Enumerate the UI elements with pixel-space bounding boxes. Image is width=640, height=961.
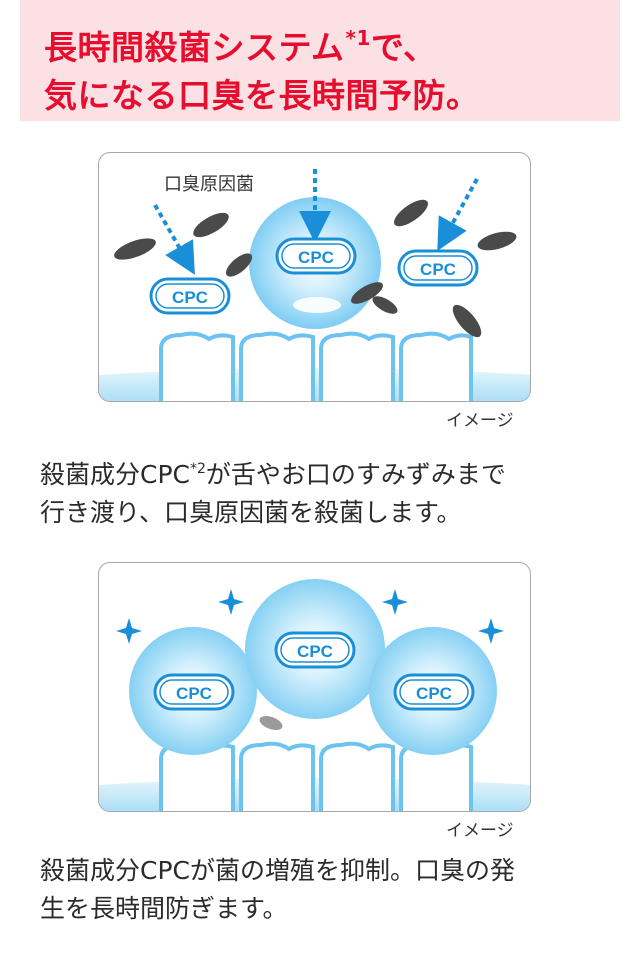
headline-footnote-1: *1	[345, 26, 371, 50]
desc2-line1: 殺菌成分CPCが菌の増殖を抑制。口臭の発	[40, 856, 515, 885]
cpc-pill-center: CPC	[275, 237, 357, 275]
cpc-pill-right: CPC	[393, 673, 475, 711]
cpc-pill-label: CPC	[297, 642, 333, 661]
headline: 長時間殺菌システム*1で、 気になる口臭を長時間予防。	[44, 14, 480, 120]
tooth	[159, 331, 235, 401]
sparkle-icon	[218, 589, 244, 615]
cpc-pill-label: CPC	[298, 248, 334, 267]
teeth-cpc-spread-illustration: CPC CPC CPC	[99, 169, 530, 401]
sparkle-icon	[478, 618, 504, 644]
desc2-line2: 生を長時間防ぎます。	[40, 894, 288, 923]
illustration-panel-protect: CPC CPC CPC	[98, 562, 531, 812]
cpc-pill-label: CPC	[420, 260, 456, 279]
image-caption: イメージ	[446, 821, 514, 841]
cpc-pill-left: CPC	[153, 673, 235, 711]
desc1-line1-a: 殺菌成分CPC	[40, 460, 190, 489]
sparkle-icon	[116, 618, 142, 644]
bacterium-icon	[114, 238, 156, 260]
description-protect: 殺菌成分CPCが菌の増殖を抑制。口臭の発 生を長時間防ぎます。	[40, 852, 515, 928]
headline-line1-b: で、	[370, 28, 437, 67]
cpc-pill-label: CPC	[176, 684, 212, 703]
desc1-line1-b: が舌やお口のすみずみまで	[205, 460, 506, 489]
tooth	[239, 331, 315, 401]
tooth	[319, 741, 395, 811]
image-caption: イメージ	[446, 411, 514, 431]
description-spread: 殺菌成分CPC*2が舌やお口のすみずみまで 行き渡り、口臭原因菌を殺菌します。	[40, 450, 506, 532]
desc1-footnote-2: *2	[190, 461, 206, 477]
sparkles	[116, 589, 504, 644]
cpc-pill-left: CPC	[149, 277, 231, 315]
cpc-pill-center: CPC	[274, 631, 356, 669]
bacterium-icon	[452, 304, 482, 338]
bacterium-icon	[372, 296, 398, 314]
bubble-highlight	[293, 297, 341, 313]
bacterium-icon	[259, 716, 283, 730]
headline-line1-a: 長時間殺菌システム	[44, 28, 345, 67]
bacterium-icon	[351, 282, 383, 304]
bacteria-label: 口臭原因菌	[164, 174, 254, 195]
bacterium-icon	[477, 231, 517, 251]
cpc-pill-label: CPC	[416, 684, 452, 703]
arrows	[153, 169, 479, 275]
illustration-panel-spread: CPC CPC CPC	[98, 152, 531, 402]
cpc-pill-label: CPC	[172, 288, 208, 307]
bacterium-icon	[225, 253, 253, 277]
arrow-down-icon	[153, 204, 195, 275]
desc1-line2: 行き渡り、口臭原因菌を殺菌します。	[40, 498, 462, 527]
bacteria-group	[114, 199, 517, 338]
cpc-pill-right: CPC	[397, 249, 479, 287]
tooth	[319, 331, 395, 401]
arrow-down-icon	[437, 178, 479, 252]
sparkle-icon	[382, 589, 408, 615]
teeth-cpc-protect-illustration: CPC CPC CPC	[99, 579, 530, 811]
bacterium-icon	[393, 199, 429, 227]
bacterium-icon	[193, 212, 229, 238]
teeth-row	[159, 331, 473, 401]
tooth	[239, 741, 315, 811]
headline-line2: 気になる口臭を長時間予防。	[44, 76, 480, 115]
teeth-row	[159, 741, 473, 811]
header-banner	[20, 0, 620, 121]
tooth	[399, 331, 473, 401]
